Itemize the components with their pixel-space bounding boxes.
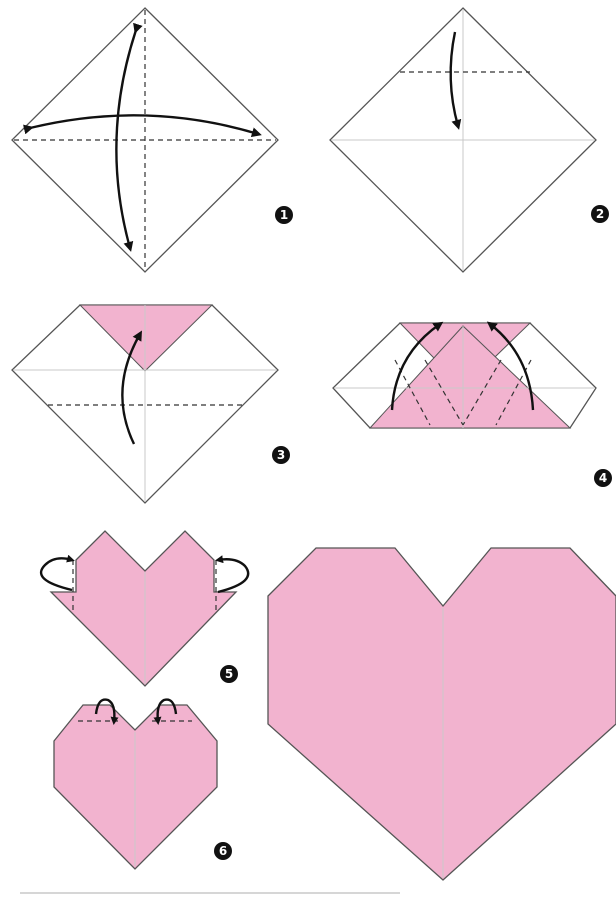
final-heart xyxy=(268,548,616,880)
step-number-2: 2 xyxy=(596,207,604,221)
step-number-5: 5 xyxy=(225,667,233,681)
step-number-6: 6 xyxy=(219,844,227,858)
pink-heart-step-5 xyxy=(51,531,236,686)
step-badge-5: 5 xyxy=(220,665,238,683)
turn-over-arrow-left xyxy=(41,558,72,590)
step-number-4: 4 xyxy=(599,471,607,485)
step-3 xyxy=(12,305,278,503)
step-badge-3: 3 xyxy=(272,446,290,464)
step-badge-2: 2 xyxy=(591,205,609,223)
step-number-3: 3 xyxy=(277,448,285,462)
step-badge-1: 1 xyxy=(275,206,293,224)
step-number-1: 1 xyxy=(280,208,288,222)
step-1 xyxy=(12,8,278,272)
footer-watermark xyxy=(20,892,400,894)
step-5 xyxy=(41,531,248,686)
turn-over-arrow-right xyxy=(218,559,248,592)
step-4 xyxy=(333,323,596,428)
step-6 xyxy=(54,700,217,869)
pink-heart-final xyxy=(268,548,616,880)
step-2 xyxy=(330,8,596,272)
step-badge-6: 6 xyxy=(214,842,232,860)
step-badge-4: 4 xyxy=(594,469,612,487)
